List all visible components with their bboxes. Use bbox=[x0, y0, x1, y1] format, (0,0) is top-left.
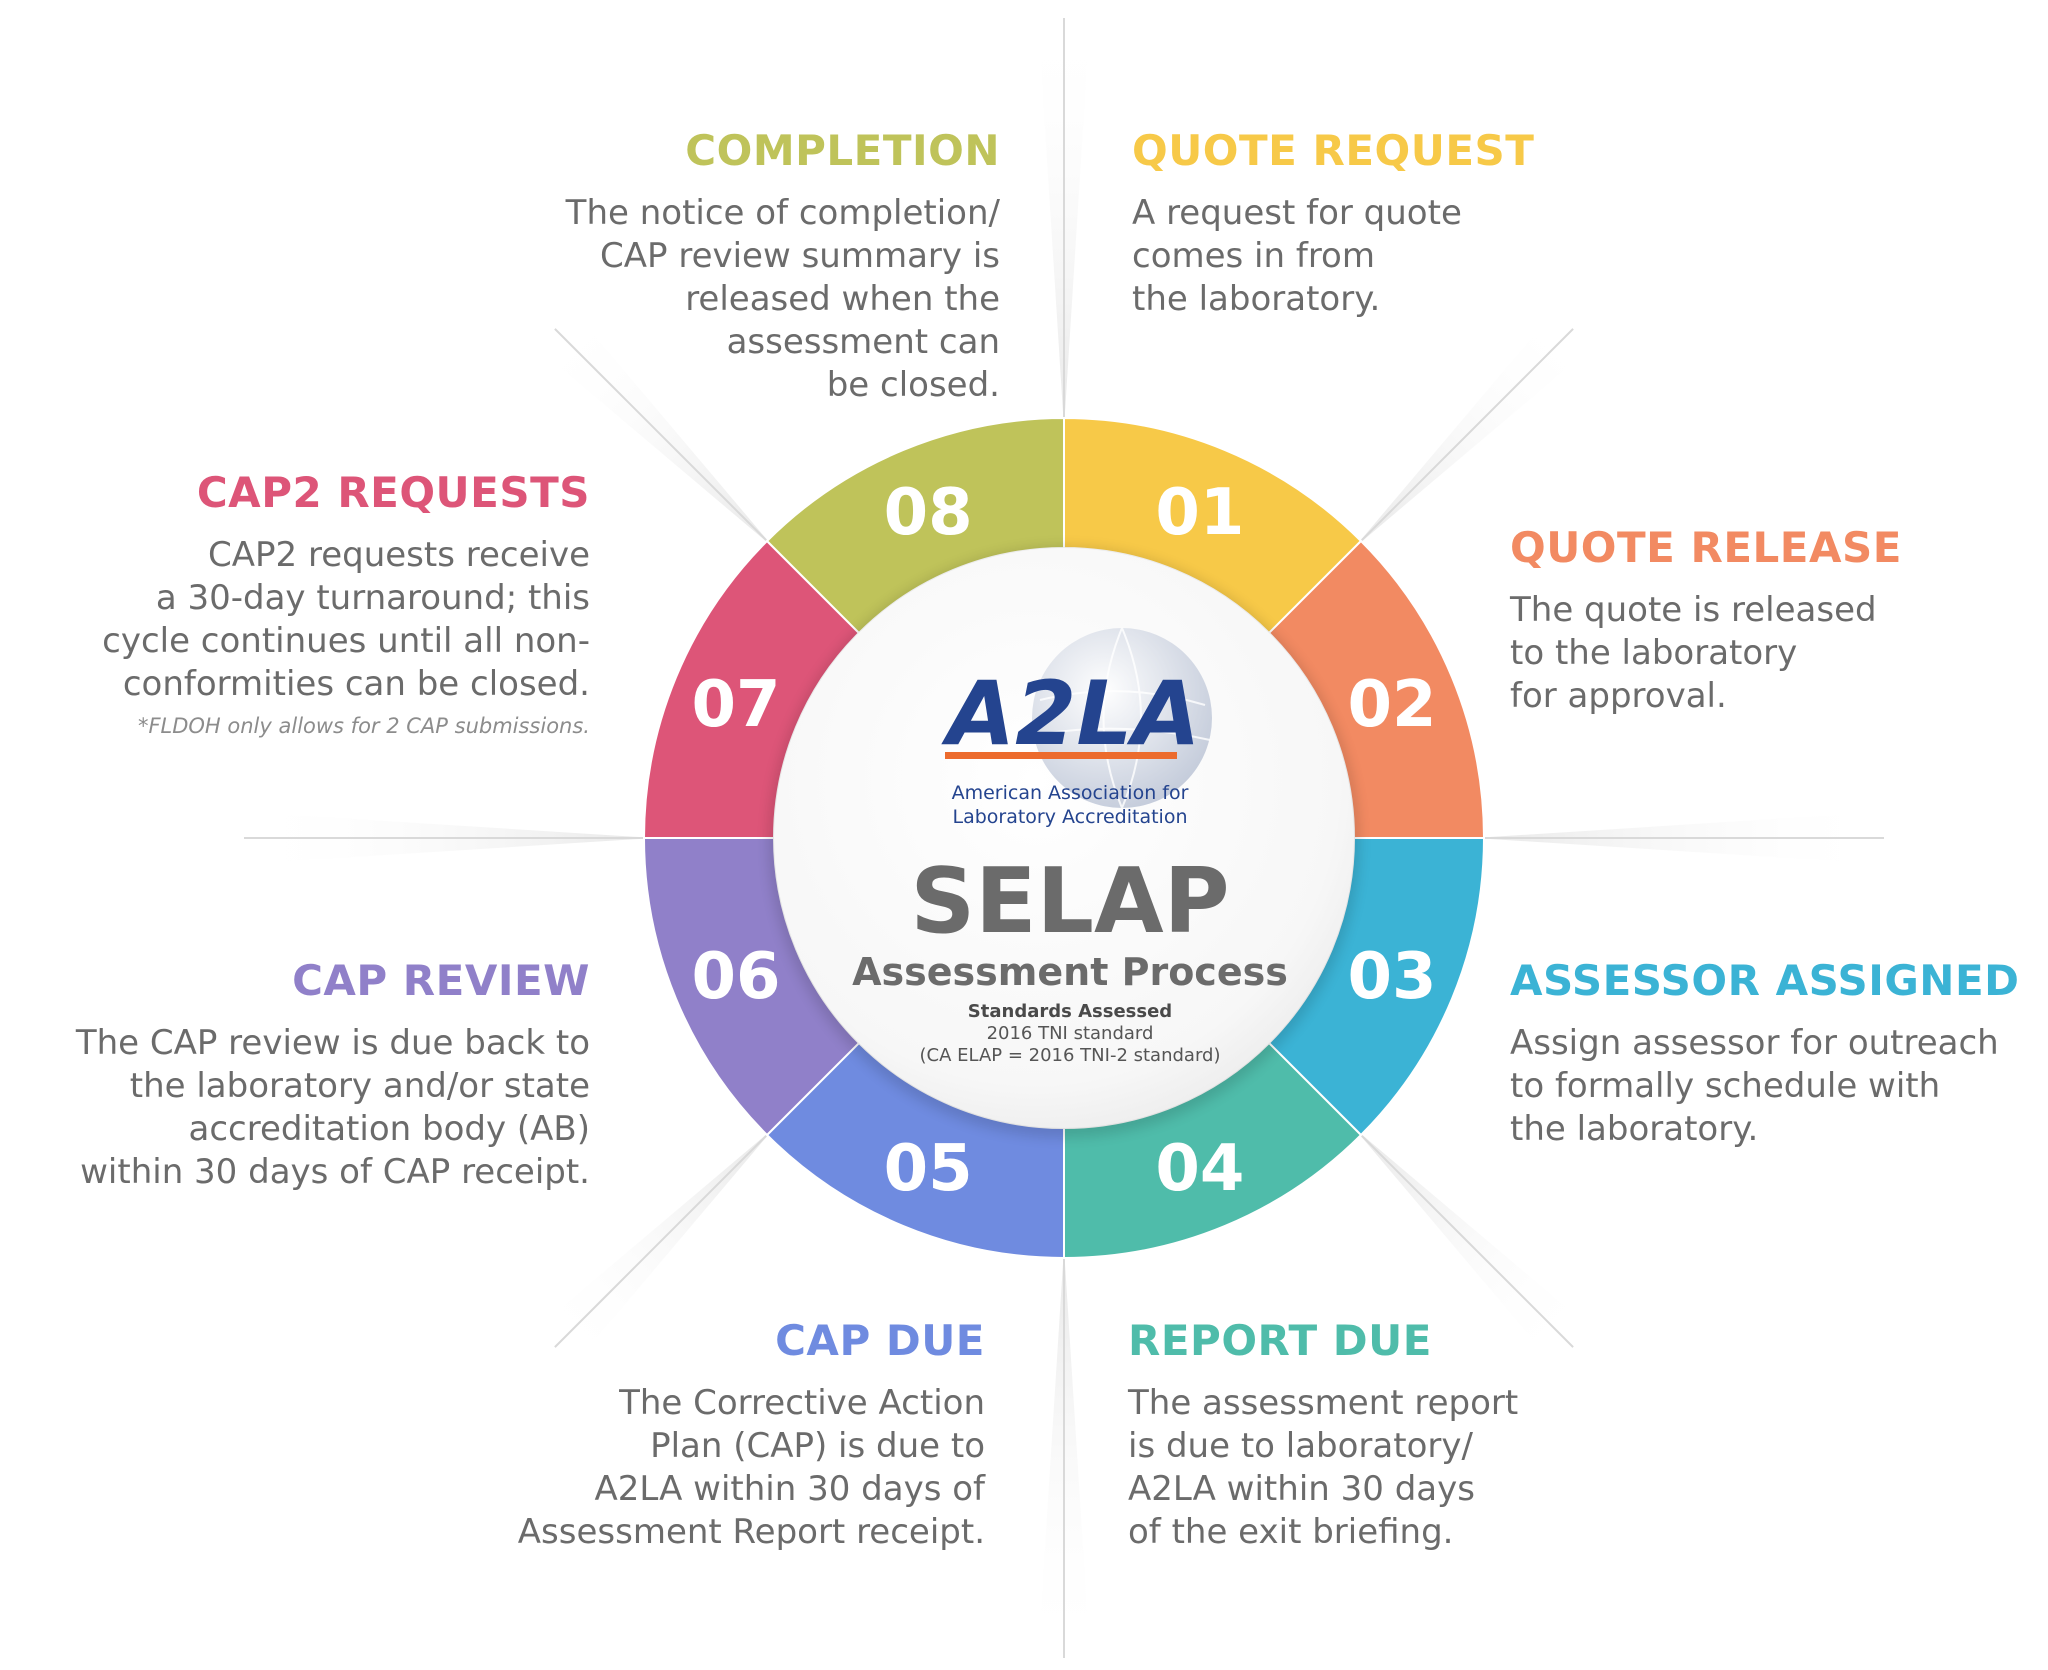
standards-heading: Standards Assessed bbox=[967, 1001, 1173, 1022]
step-title: CAP2 REQUESTS bbox=[196, 468, 590, 517]
step-04-text: REPORT DUE The assessment report is due … bbox=[1128, 1320, 1518, 1554]
step-footnote: *FLDOH only allows for 2 CAP submissions… bbox=[137, 714, 590, 738]
step-description: The Corrective Action Plan (CAP) is due … bbox=[517, 1383, 985, 1552]
svg-text:A2LA: A2LA bbox=[941, 662, 1201, 765]
step-description: CAP2 requests receive a 30-day turnaroun… bbox=[102, 535, 590, 704]
step-number-04: 04 bbox=[1155, 1132, 1244, 1206]
step-number-08: 08 bbox=[884, 476, 973, 550]
standards-line1: 2016 TNI standard bbox=[986, 1023, 1154, 1044]
divider-ray bbox=[1038, 1248, 1090, 1658]
step-description: Assign assessor for outreach to formally… bbox=[1510, 1023, 1999, 1149]
a2la-logo: A2LA bbox=[941, 627, 1212, 809]
step-description: The quote is released to the laboratory … bbox=[1510, 590, 1877, 716]
step-title: CAP REVIEW bbox=[292, 956, 590, 1005]
divider-ray bbox=[1353, 310, 1592, 549]
step-description: The CAP review is due back to the labora… bbox=[75, 1023, 590, 1192]
step-number-02: 02 bbox=[1347, 668, 1436, 742]
step-title: ASSESSOR ASSIGNED bbox=[1510, 956, 2020, 1005]
step-title: QUOTE REQUEST bbox=[1132, 126, 1535, 175]
step-02-text: QUOTE RELEASE The quote is released to t… bbox=[1510, 527, 1902, 718]
divider-ray bbox=[1353, 1127, 1592, 1366]
org-name-line2: Laboratory Accreditation bbox=[952, 806, 1188, 828]
step-03-text: ASSESSOR ASSIGNED Assign assessor for ou… bbox=[1510, 960, 2020, 1151]
divider-ray bbox=[244, 812, 654, 864]
step-number-07: 07 bbox=[691, 668, 780, 742]
center-label: American Association for Laboratory Accr… bbox=[770, 781, 1370, 1067]
step-number-06: 06 bbox=[691, 940, 780, 1014]
standards-line2: (CA ELAP = 2016 TNI-2 standard) bbox=[919, 1045, 1221, 1066]
center-circle bbox=[774, 548, 1354, 1128]
globe-icon bbox=[1032, 628, 1212, 808]
step-number-03: 03 bbox=[1347, 940, 1436, 1014]
center-title: SELAP bbox=[910, 849, 1230, 954]
step-title: REPORT DUE bbox=[1128, 1316, 1432, 1365]
divider-ray bbox=[1474, 812, 1884, 864]
divider-ray bbox=[536, 310, 775, 549]
step-number-05: 05 bbox=[884, 1132, 973, 1206]
step-01-text: QUOTE REQUEST A request for quote comes … bbox=[1132, 130, 1534, 321]
step-05-text: CAP DUE The Corrective Action Plan (CAP)… bbox=[518, 1320, 985, 1554]
divider-ray bbox=[536, 1127, 775, 1366]
step-description: The notice of completion/ CAP review sum… bbox=[565, 193, 1000, 405]
step-description: The assessment report is due to laborato… bbox=[1128, 1383, 1519, 1552]
step-06-text: CAP REVIEW The CAP review is due back to… bbox=[76, 960, 590, 1194]
org-name-line1: American Association for bbox=[951, 782, 1189, 804]
step-description: A request for quote comes in from the la… bbox=[1132, 193, 1462, 319]
divider-ray bbox=[1038, 18, 1090, 428]
step-title: COMPLETION bbox=[685, 126, 1000, 175]
step-title: QUOTE RELEASE bbox=[1510, 523, 1902, 572]
center-subtitle: Assessment Process bbox=[852, 950, 1288, 994]
step-segments bbox=[642, 416, 1486, 1260]
step-07-text: CAP2 REQUESTS CAP2 requests receive a 30… bbox=[102, 472, 590, 740]
step-title: CAP DUE bbox=[775, 1316, 985, 1365]
step-number-01: 01 bbox=[1155, 476, 1244, 550]
step-numbers: 01 02 03 04 05 06 07 08 bbox=[691, 476, 1436, 1206]
divider-rays bbox=[244, 18, 1884, 1658]
step-08-text: COMPLETION The notice of completion/ CAP… bbox=[566, 130, 1000, 407]
